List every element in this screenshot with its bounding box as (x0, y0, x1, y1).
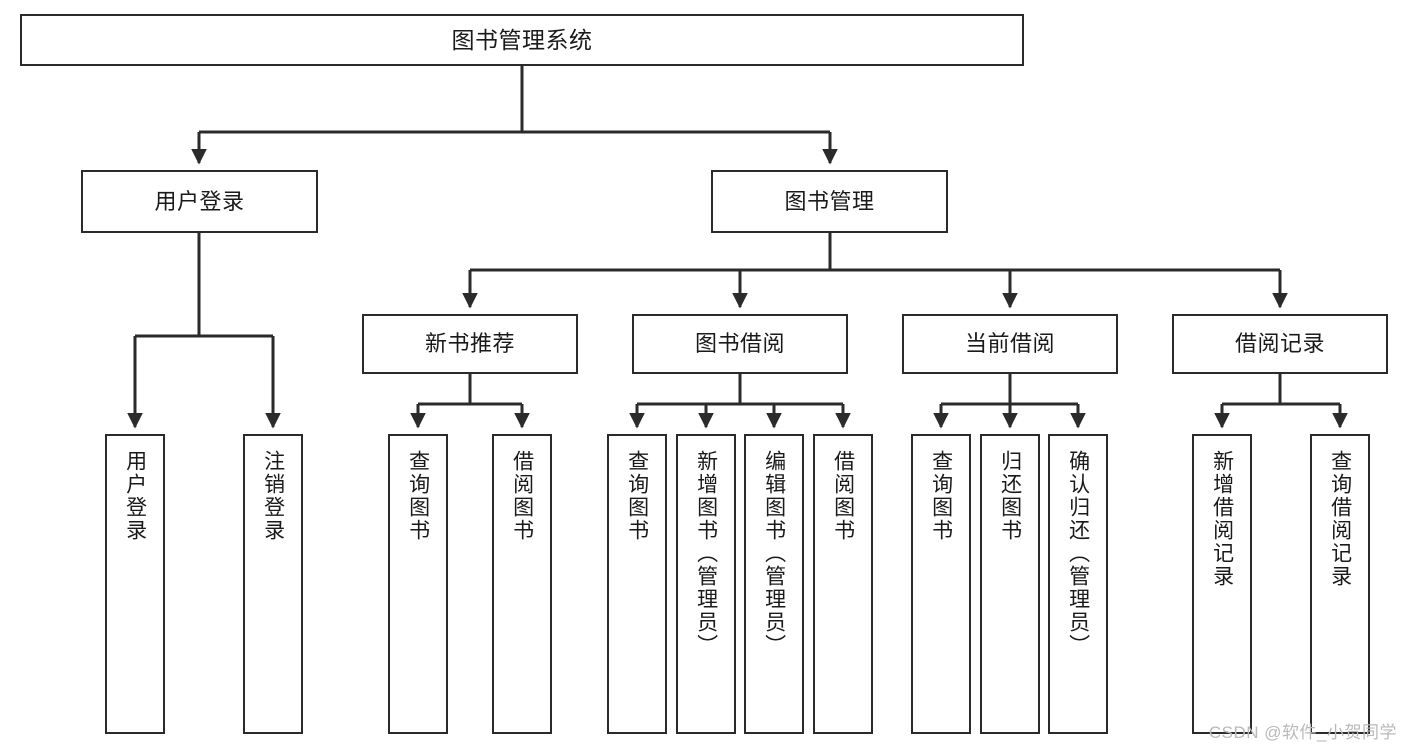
node-leaf-add-record-label: 新增借阅记录 (1210, 450, 1234, 588)
node-leaf-query-book-2-label: 查询图书 (625, 450, 649, 542)
node-root[interactable]: 图书管理系统 (20, 14, 1024, 66)
node-leaf-user-login-label: 用户登录 (123, 450, 147, 542)
node-leaf-borrow-book-2[interactable]: 借阅图书 (813, 434, 873, 734)
node-leaf-edit-book-label: 编辑图书（管理员） (762, 450, 786, 657)
node-book-manage[interactable]: 图书管理 (711, 170, 948, 233)
node-borrow-record[interactable]: 借阅记录 (1172, 314, 1388, 374)
node-leaf-borrow-book-2-label: 借阅图书 (831, 450, 855, 542)
node-leaf-query-book-1-label: 查询图书 (406, 450, 430, 542)
node-user-login-label: 用户登录 (154, 188, 245, 214)
node-leaf-return-book[interactable]: 归还图书 (980, 434, 1040, 734)
node-leaf-logout-login-label: 注销登录 (261, 450, 285, 542)
node-leaf-return-book-label: 归还图书 (998, 450, 1022, 542)
node-leaf-confirm-return-label: 确认归还（管理员） (1066, 450, 1090, 657)
node-book-manage-label: 图书管理 (784, 188, 875, 214)
node-leaf-user-login[interactable]: 用户登录 (105, 434, 165, 734)
watermark-text: CSDN @软件_小贺同学 (1208, 723, 1397, 742)
node-leaf-borrow-book-1[interactable]: 借阅图书 (492, 434, 552, 734)
node-leaf-query-book-2[interactable]: 查询图书 (607, 434, 667, 734)
node-leaf-edit-book[interactable]: 编辑图书（管理员） (744, 434, 804, 734)
node-new-book-rec-label: 新书推荐 (424, 331, 515, 357)
node-leaf-add-book-label: 新增图书（管理员） (694, 450, 718, 657)
node-new-book-rec[interactable]: 新书推荐 (362, 314, 578, 374)
node-user-login[interactable]: 用户登录 (81, 170, 318, 233)
node-leaf-borrow-book-1-label: 借阅图书 (510, 450, 534, 542)
node-leaf-confirm-return[interactable]: 确认归还（管理员） (1048, 434, 1108, 734)
node-leaf-logout-login[interactable]: 注销登录 (243, 434, 303, 734)
node-leaf-add-book[interactable]: 新增图书（管理员） (676, 434, 736, 734)
node-current-borrow[interactable]: 当前借阅 (902, 314, 1118, 374)
node-leaf-query-record-label: 查询借阅记录 (1328, 450, 1352, 588)
node-leaf-query-book-1[interactable]: 查询图书 (388, 434, 448, 734)
node-borrow-record-label: 借阅记录 (1234, 331, 1325, 357)
node-book-borrow[interactable]: 图书借阅 (632, 314, 848, 374)
node-root-label: 图书管理系统 (451, 26, 593, 53)
node-leaf-query-book-3-label: 查询图书 (929, 450, 953, 542)
node-book-borrow-label: 图书借阅 (694, 331, 785, 357)
node-leaf-query-book-3[interactable]: 查询图书 (911, 434, 971, 734)
node-leaf-query-record[interactable]: 查询借阅记录 (1310, 434, 1370, 734)
node-leaf-add-record[interactable]: 新增借阅记录 (1192, 434, 1252, 734)
node-current-borrow-label: 当前借阅 (964, 331, 1055, 357)
